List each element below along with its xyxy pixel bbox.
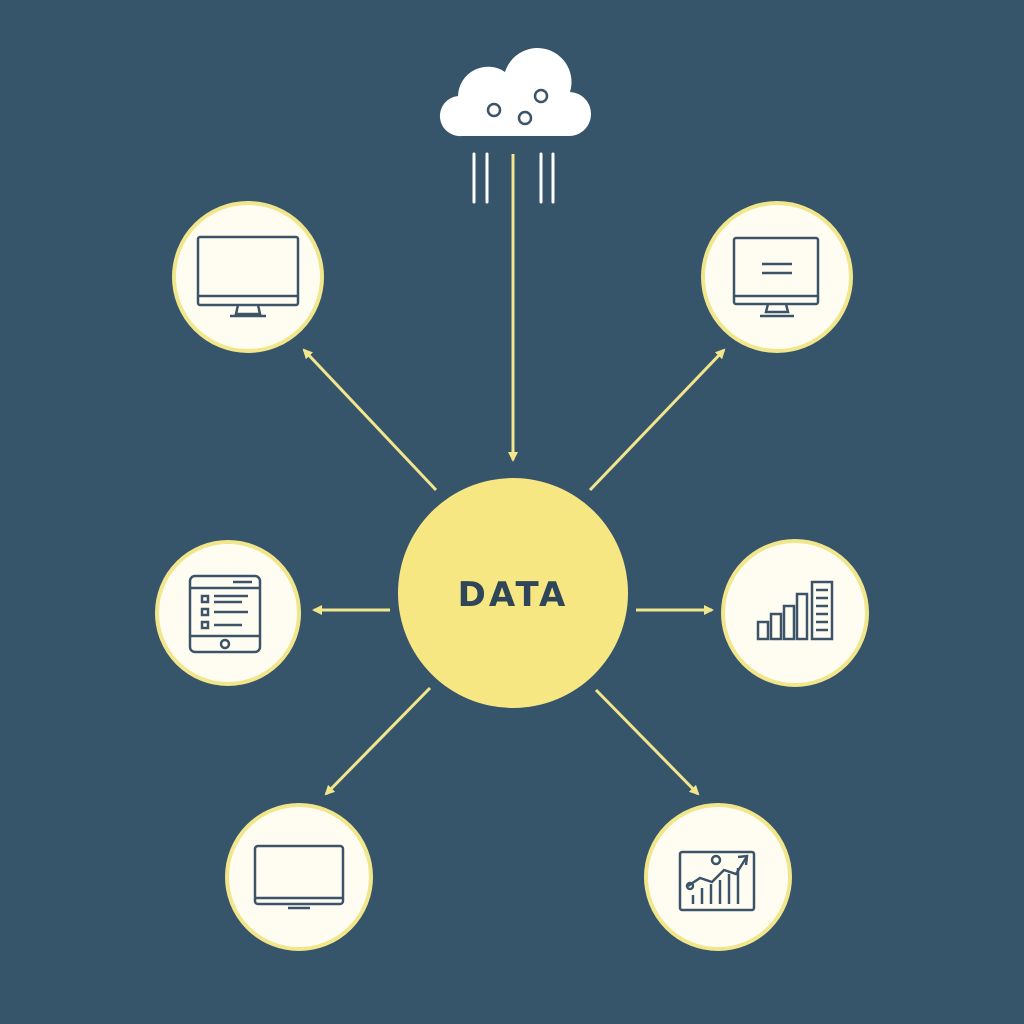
node-tablet-list (155, 540, 301, 686)
data-stream-lines (472, 152, 555, 204)
node-laptop (225, 803, 373, 951)
node-desktop-monitor (172, 201, 324, 353)
node-bar-chart (721, 539, 869, 687)
desktop-monitor-icon (196, 235, 300, 318)
hub-label: DATA (458, 575, 569, 615)
bar-chart-icon (756, 580, 834, 641)
tablet-list-icon (188, 574, 262, 654)
arrow-hub-to-bottom-left (324, 686, 432, 796)
data-hub: DATA (398, 478, 628, 708)
arrow-hub-to-bottom-right (594, 688, 700, 796)
arrow-hub-to-top-right (588, 348, 726, 492)
cloud-icon (439, 48, 592, 137)
monitor-document-icon (732, 236, 820, 318)
arrow-hub-to-top-left (302, 348, 438, 492)
node-monitor-document (701, 201, 853, 353)
node-trend-chart (644, 803, 792, 951)
laptop-icon (253, 844, 345, 910)
trend-chart-icon (678, 850, 756, 912)
